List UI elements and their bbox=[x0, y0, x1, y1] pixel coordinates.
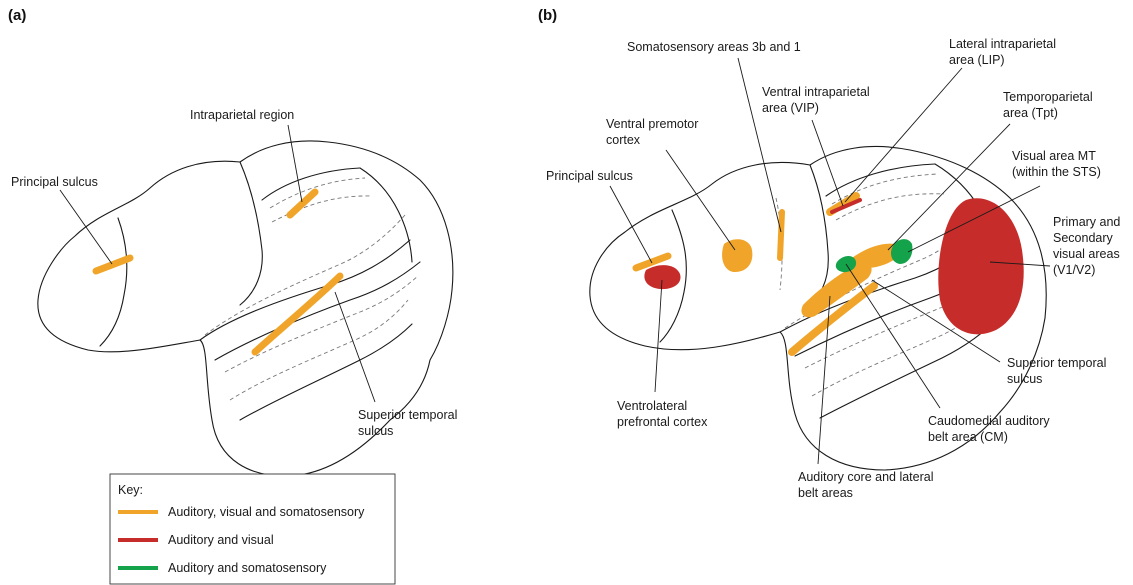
label-a-sts-line2: sulcus bbox=[358, 424, 393, 438]
label-b-tpt-line1: Temporoparietal bbox=[1003, 90, 1093, 104]
label-b-sts-line1: Superior temporal bbox=[1007, 356, 1106, 370]
region-b-vlpfc bbox=[644, 265, 680, 289]
region-b-somatosensory bbox=[780, 212, 782, 258]
label-b-cm-line2: belt area (CM) bbox=[928, 430, 1008, 444]
legend-label-avs: Auditory, visual and somatosensory bbox=[168, 505, 365, 519]
region-b-premotor bbox=[722, 239, 752, 272]
legend-title: Key: bbox=[118, 483, 143, 497]
region-a-intraparietal bbox=[290, 192, 315, 215]
leader-a-principal bbox=[60, 190, 112, 264]
label-b-premotor-line1: Ventral premotor bbox=[606, 117, 698, 131]
label-b-somatosensory: Somatosensory areas 3b and 1 bbox=[627, 40, 801, 54]
region-a-principal-sulcus bbox=[96, 258, 130, 271]
label-b-mt-line1: Visual area MT bbox=[1012, 149, 1096, 163]
label-b-principal: Principal sulcus bbox=[546, 169, 633, 183]
label-b-lip-line1: Lateral intraparietal bbox=[949, 37, 1056, 51]
label-a-intraparietal: Intraparietal region bbox=[190, 108, 294, 122]
leader-b-principal bbox=[610, 186, 652, 263]
brain-a-lateral-fissure bbox=[200, 240, 410, 340]
label-b-sts-line2: sulcus bbox=[1007, 372, 1042, 386]
legend: Key: Auditory, visual and somatosensory … bbox=[110, 474, 395, 584]
panel-b: (b) bbox=[538, 7, 1120, 500]
label-b-core-line1: Auditory core and lateral bbox=[798, 470, 934, 484]
label-a-principal: Principal sulcus bbox=[11, 175, 98, 189]
label-b-lip-line2: area (LIP) bbox=[949, 53, 1005, 67]
leader-b-vlpfc bbox=[655, 280, 662, 392]
label-b-v1-line3: visual areas bbox=[1053, 247, 1120, 261]
label-b-mt-line2: (within the STS) bbox=[1012, 165, 1101, 179]
label-b-cm-line1: Caudomedial auditory bbox=[928, 414, 1050, 428]
leader-b-premotor bbox=[666, 150, 735, 250]
panel-a: (a) Intraparietal region Principal sulcu… bbox=[8, 7, 457, 476]
label-b-v1-line4: (V1/V2) bbox=[1053, 263, 1095, 277]
brain-a-central bbox=[240, 162, 262, 305]
brain-a-occipital bbox=[360, 168, 412, 262]
brain-a-temporal bbox=[215, 262, 420, 360]
label-b-vlpfc-line2: prefrontal cortex bbox=[617, 415, 708, 429]
panel-b-label: (b) bbox=[538, 7, 557, 24]
brain-a-ips-bank-lower bbox=[272, 196, 372, 222]
region-b-v1v2 bbox=[938, 198, 1023, 334]
label-b-premotor-line2: cortex bbox=[606, 133, 641, 147]
brain-b-ips bbox=[826, 164, 935, 196]
panel-a-label: (a) bbox=[8, 7, 26, 24]
region-a-sts bbox=[255, 276, 340, 352]
label-b-vlpfc-line1: Ventrolateral bbox=[617, 399, 687, 413]
label-b-v1-line2: Secondary bbox=[1053, 231, 1114, 245]
leader-a-intraparietal bbox=[288, 125, 302, 202]
legend-label-as: Auditory and somatosensory bbox=[168, 561, 327, 575]
label-b-vip-line1: Ventral intraparietal bbox=[762, 85, 870, 99]
label-b-tpt-line2: area (Tpt) bbox=[1003, 106, 1058, 120]
legend-label-av: Auditory and visual bbox=[168, 533, 274, 547]
label-b-core-line2: belt areas bbox=[798, 486, 853, 500]
leader-b-vip bbox=[812, 120, 843, 206]
region-b-auditory-core bbox=[801, 263, 871, 317]
label-b-vip-line2: area (VIP) bbox=[762, 101, 819, 115]
label-a-sts-line1: Superior temporal bbox=[358, 408, 457, 422]
brain-a-arcuate bbox=[100, 218, 127, 346]
label-b-v1-line1: Primary and bbox=[1053, 215, 1120, 229]
